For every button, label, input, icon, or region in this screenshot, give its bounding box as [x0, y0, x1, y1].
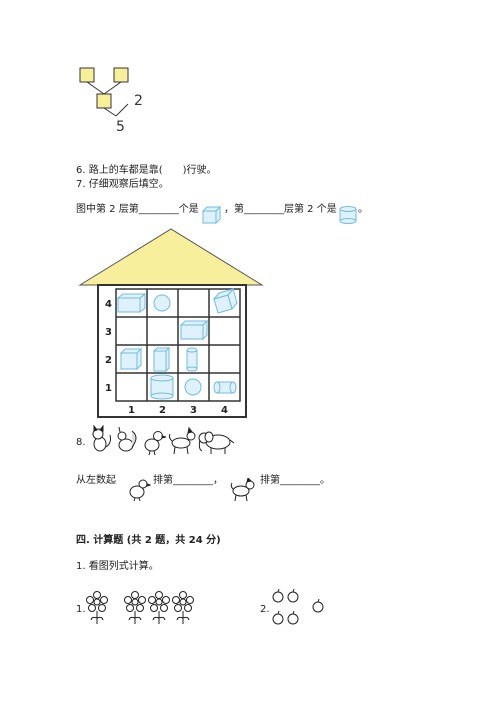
row-label-4: 4	[105, 299, 112, 310]
flower-group	[86, 591, 194, 624]
tree-box-right	[113, 67, 129, 83]
sphere-shape	[184, 378, 202, 396]
col-label-2: 2	[159, 405, 166, 416]
elephant-icon	[198, 431, 235, 454]
cylinder-shape	[150, 374, 174, 400]
q7-part2: ，第________层第 2 个是	[224, 204, 337, 215]
flower-icon	[148, 591, 170, 624]
calc-item-2-number: 2.	[260, 604, 270, 615]
apple-group	[272, 588, 324, 625]
question-6: 6. 路上的车都是靠( )行驶。	[76, 165, 217, 176]
apple-icon	[312, 598, 324, 613]
cylinder-icon	[339, 206, 357, 224]
apple-icon	[272, 588, 284, 603]
flower-icon	[124, 591, 146, 624]
cube-icon	[201, 205, 222, 225]
cat-icon	[92, 425, 111, 452]
cuboid-shape-tall	[152, 346, 171, 373]
number-tree-diagram: 2 5	[79, 67, 143, 135]
tree-box-middle	[96, 93, 112, 109]
row-label-1: 1	[105, 383, 112, 394]
flower-icon	[172, 591, 194, 624]
apple-icon	[287, 610, 299, 625]
section-4-heading: 四. 计算题 (共 2 题，共 24 分)	[76, 535, 221, 546]
apple-icon	[272, 610, 284, 625]
dog-icon	[230, 478, 255, 502]
question-8-number: 8.	[76, 437, 86, 448]
col-label-3: 3	[190, 405, 197, 416]
cube-shape	[119, 347, 143, 371]
q7-end: 。	[358, 204, 368, 215]
cuboid-shape	[116, 292, 147, 314]
calc-item-1-number: 1.	[76, 604, 86, 615]
col-label-4: 4	[221, 405, 228, 416]
q7-part1: 图中第 2 层第________个是	[76, 204, 199, 215]
q8-from-left: 从左数起	[76, 475, 116, 486]
calc-intro: 1. 看图列式计算。	[76, 561, 159, 572]
shape-house-figure: 4 3 2 1 1 2 3 4	[78, 228, 264, 418]
tree-value-right: 2	[134, 93, 143, 109]
flower-icon	[86, 591, 108, 624]
row-label-2: 2	[105, 355, 112, 366]
q8-rank-1: 排第________，	[153, 475, 223, 486]
cuboid-shape	[179, 319, 209, 341]
apple-icon	[287, 588, 299, 603]
col-label-1: 1	[128, 405, 135, 416]
cylinder-shape-lying	[213, 381, 237, 394]
question-7-line: 图中第 2 层第________个是	[76, 204, 199, 216]
q8-rank-2: 排第________。	[260, 475, 330, 486]
cube-shape-tilted	[212, 287, 238, 314]
animal-row	[92, 425, 235, 456]
cylinder-shape-tall	[186, 347, 198, 372]
chick-icon	[129, 479, 151, 502]
house-roof	[78, 228, 264, 286]
question-7-title: 7. 仔细观察后填空。	[76, 179, 169, 190]
tree-value-bottom: 5	[116, 119, 125, 135]
tree-box-left	[79, 67, 95, 83]
chick-icon	[144, 431, 167, 456]
row-label-3: 3	[105, 327, 112, 338]
dog-icon	[168, 426, 196, 455]
sphere-shape	[153, 294, 171, 312]
squirrel-icon	[117, 426, 137, 452]
